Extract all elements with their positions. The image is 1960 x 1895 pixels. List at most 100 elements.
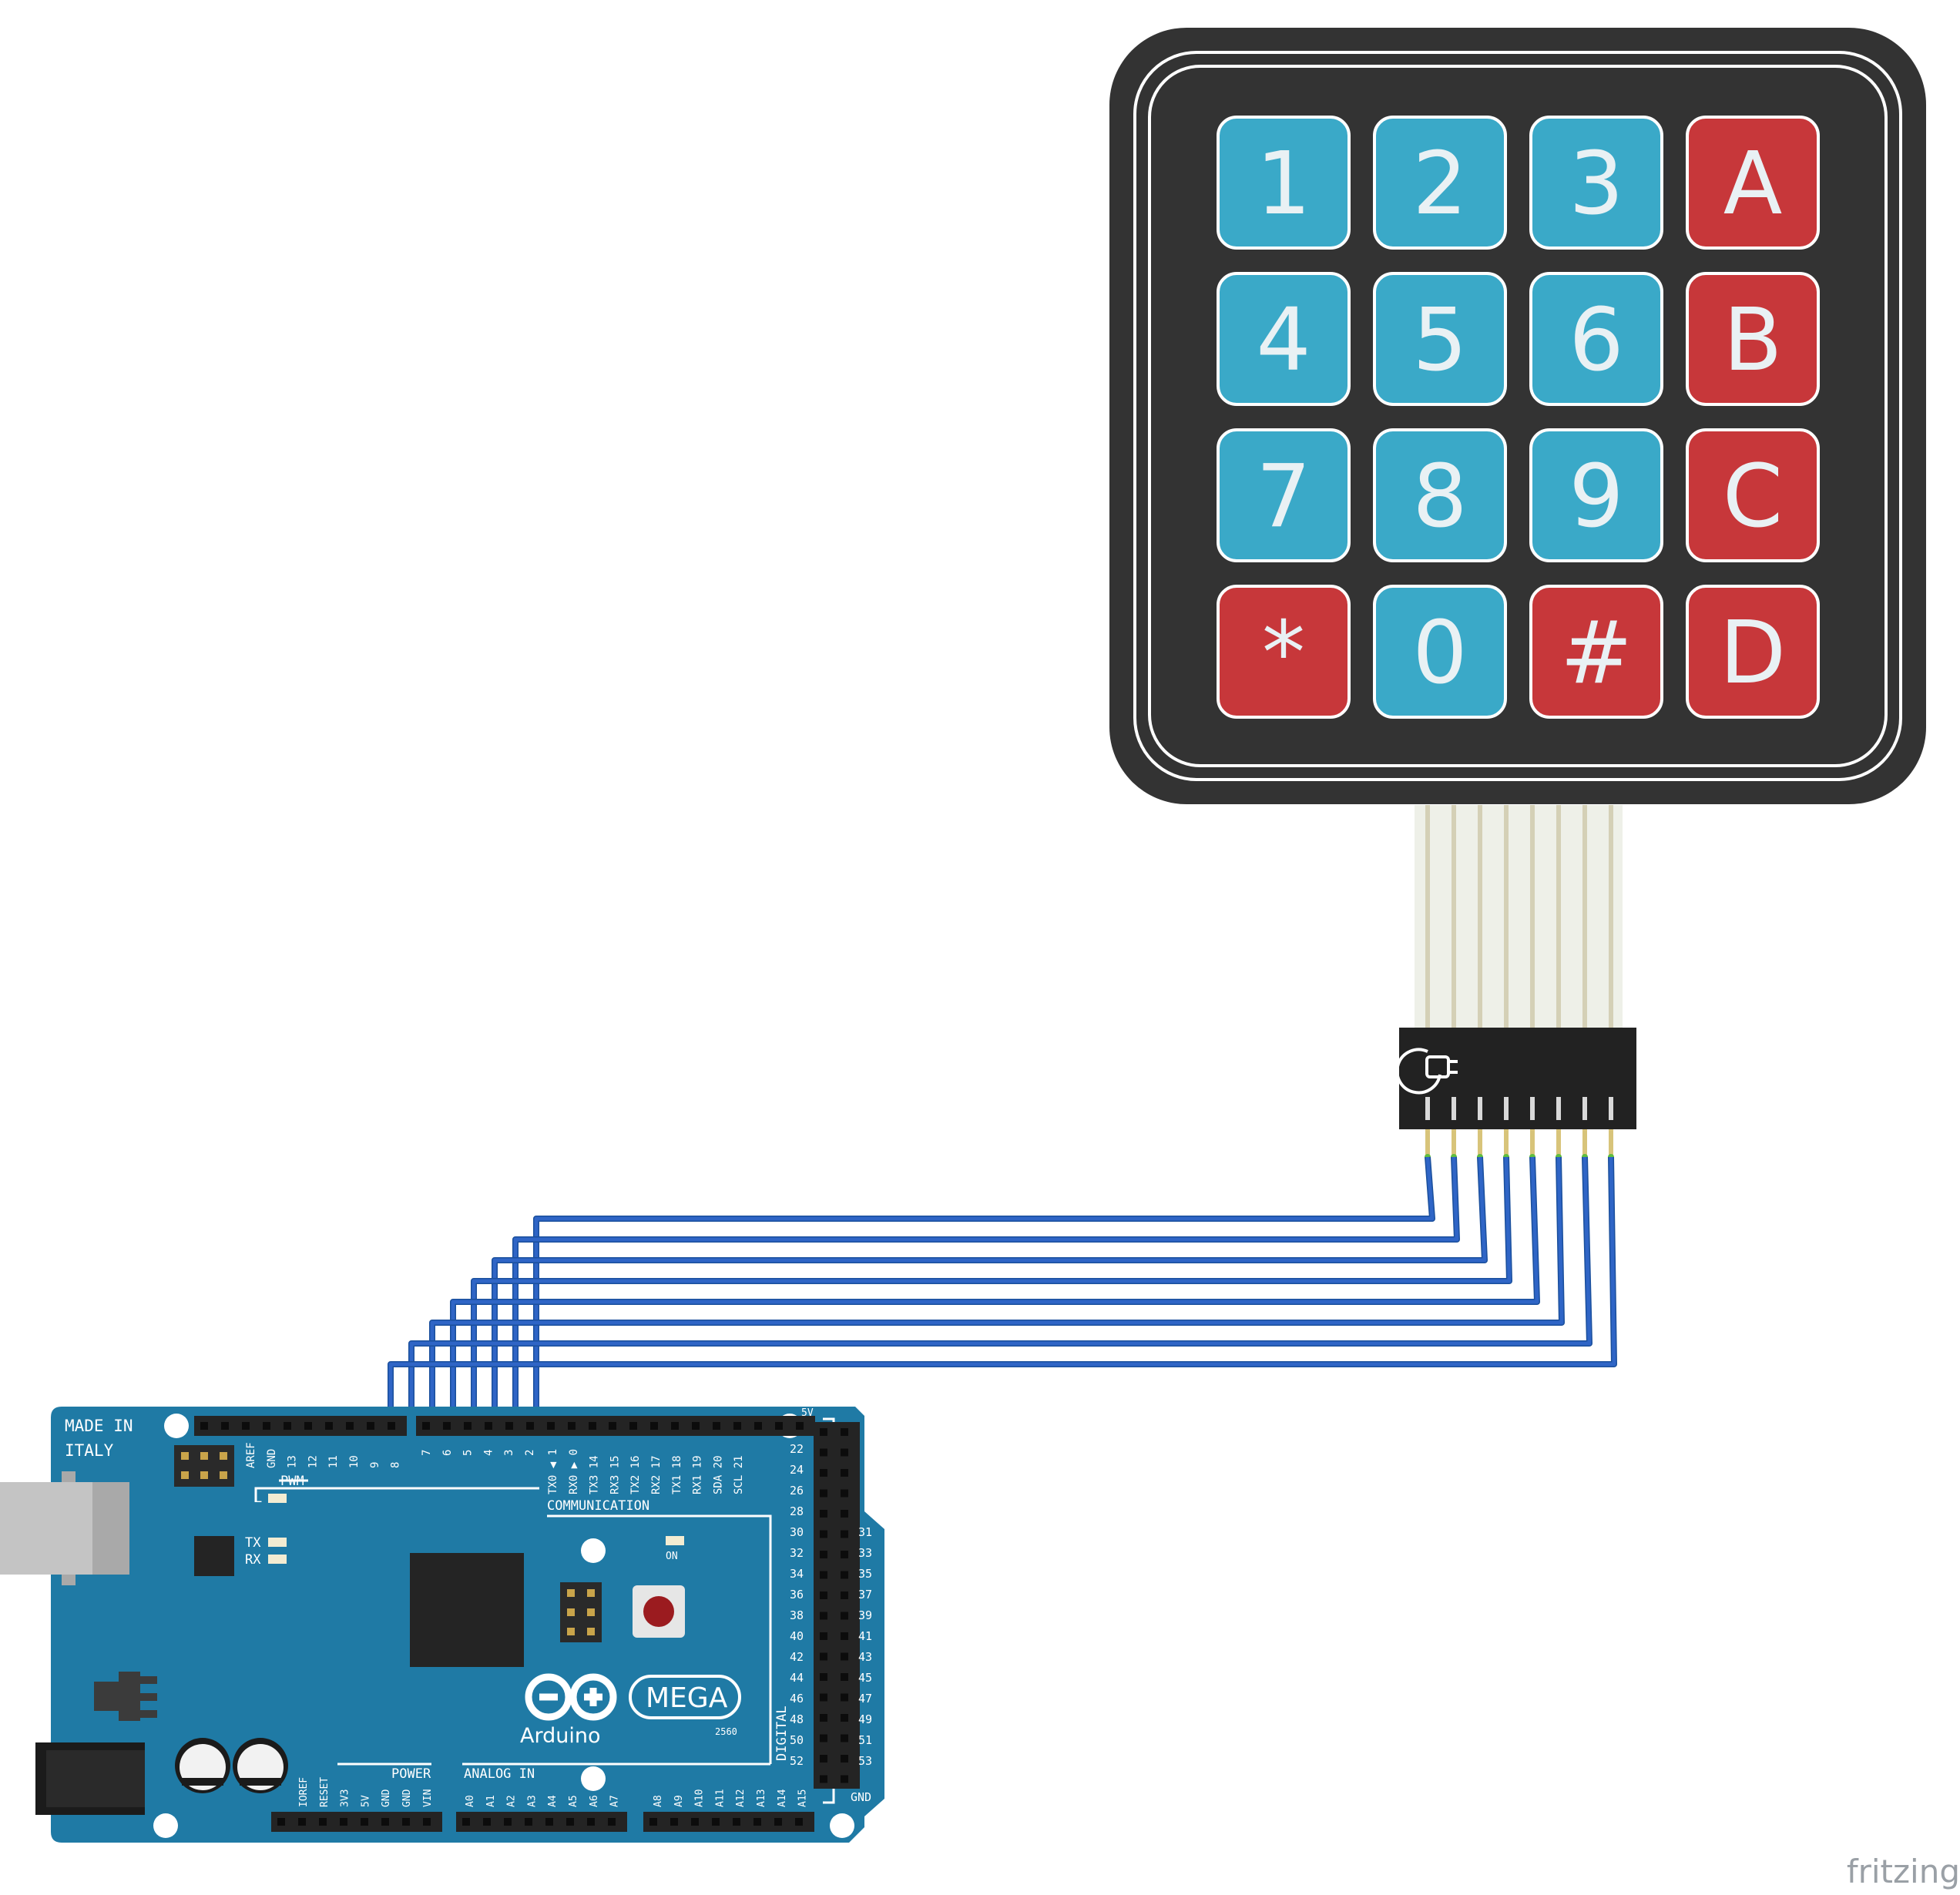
wire[interactable] [508, 1156, 1459, 1427]
header-socket[interactable] [361, 1818, 368, 1826]
header-socket[interactable] [841, 1428, 848, 1436]
header-socket[interactable] [650, 1422, 658, 1430]
header-socket[interactable] [483, 1818, 491, 1826]
header-socket[interactable] [796, 1422, 804, 1430]
key-1[interactable]: 1 [1217, 116, 1351, 250]
header-socket[interactable] [841, 1469, 848, 1477]
header-socket[interactable] [820, 1755, 827, 1763]
header-socket[interactable] [820, 1469, 827, 1477]
header-socket[interactable] [775, 1422, 783, 1430]
wire[interactable] [391, 1156, 1592, 1427]
header-socket[interactable] [820, 1571, 827, 1579]
header-socket[interactable] [402, 1818, 410, 1826]
header-socket[interactable] [525, 1818, 532, 1826]
header-socket[interactable] [547, 1422, 555, 1430]
header-socket[interactable] [485, 1422, 492, 1430]
key-6[interactable]: 6 [1529, 272, 1663, 406]
key-D[interactable]: D [1686, 585, 1820, 719]
header-socket[interactable] [609, 1422, 616, 1430]
header-socket[interactable] [820, 1448, 827, 1457]
header-socket[interactable] [820, 1530, 827, 1538]
wire[interactable] [487, 1156, 1487, 1427]
wire[interactable] [467, 1156, 1512, 1427]
header-socket[interactable] [304, 1422, 312, 1430]
header-socket[interactable] [263, 1422, 270, 1430]
header-socket[interactable] [381, 1818, 389, 1826]
header-socket[interactable] [325, 1422, 333, 1430]
header-socket[interactable] [753, 1818, 761, 1826]
header-socket[interactable] [841, 1734, 848, 1742]
header-socket[interactable] [221, 1422, 229, 1430]
header-socket[interactable] [841, 1652, 848, 1661]
header-socket[interactable] [587, 1818, 595, 1826]
key-A[interactable]: A [1686, 116, 1820, 250]
header-socket[interactable] [820, 1693, 827, 1702]
header-socket[interactable] [340, 1818, 347, 1826]
header-socket[interactable] [754, 1422, 762, 1430]
header-socket[interactable] [841, 1571, 848, 1579]
key-B[interactable]: B [1686, 272, 1820, 406]
key-*[interactable]: * [1217, 585, 1351, 719]
header-socket[interactable] [795, 1818, 803, 1826]
header-socket[interactable] [841, 1775, 848, 1783]
header-socket[interactable] [820, 1673, 827, 1681]
key-#[interactable]: # [1529, 585, 1663, 719]
wire[interactable] [446, 1156, 1539, 1427]
key-9[interactable]: 9 [1529, 428, 1663, 562]
key-0[interactable]: 0 [1373, 585, 1507, 719]
header-socket[interactable] [649, 1818, 657, 1826]
header-socket[interactable] [319, 1818, 327, 1826]
header-socket[interactable] [464, 1422, 472, 1430]
header-socket[interactable] [733, 1818, 740, 1826]
header-socket[interactable] [841, 1551, 848, 1558]
header-socket[interactable] [545, 1818, 553, 1826]
header-socket[interactable] [566, 1818, 574, 1826]
header-socket[interactable] [841, 1448, 848, 1457]
header-socket[interactable] [733, 1422, 741, 1430]
header-socket[interactable] [820, 1652, 827, 1661]
header-socket[interactable] [692, 1422, 700, 1430]
header-socket[interactable] [820, 1510, 827, 1518]
header-socket[interactable] [526, 1422, 534, 1430]
header-socket[interactable] [841, 1612, 848, 1620]
header-socket[interactable] [505, 1422, 513, 1430]
header-socket[interactable] [691, 1818, 699, 1826]
header-socket[interactable] [298, 1818, 306, 1826]
key-4[interactable]: 4 [1217, 272, 1351, 406]
key-7[interactable]: 7 [1217, 428, 1351, 562]
header-socket[interactable] [774, 1818, 782, 1826]
header-socket[interactable] [841, 1510, 848, 1518]
header-socket[interactable] [462, 1818, 470, 1826]
header-socket[interactable] [388, 1422, 395, 1430]
header-socket[interactable] [277, 1818, 285, 1826]
header-socket[interactable] [841, 1693, 848, 1702]
header-socket[interactable] [242, 1422, 250, 1430]
reset-button[interactable] [633, 1585, 685, 1638]
header-socket[interactable] [670, 1818, 678, 1826]
header-socket[interactable] [820, 1591, 827, 1599]
key-5[interactable]: 5 [1373, 272, 1507, 406]
header-socket[interactable] [589, 1422, 596, 1430]
header-socket[interactable] [713, 1422, 720, 1430]
header-socket[interactable] [284, 1422, 291, 1430]
header-socket[interactable] [820, 1612, 827, 1620]
key-8[interactable]: 8 [1373, 428, 1507, 562]
header-socket[interactable] [423, 1818, 431, 1826]
header-socket[interactable] [841, 1714, 848, 1722]
header-socket[interactable] [200, 1422, 208, 1430]
header-socket[interactable] [422, 1422, 430, 1430]
header-socket[interactable] [841, 1673, 848, 1681]
header-socket[interactable] [568, 1422, 576, 1430]
header-socket[interactable] [820, 1428, 827, 1436]
header-socket[interactable] [367, 1422, 374, 1430]
header-socket[interactable] [820, 1551, 827, 1558]
header-socket[interactable] [841, 1489, 848, 1498]
header-socket[interactable] [443, 1422, 451, 1430]
header-socket[interactable] [820, 1489, 827, 1498]
key-2[interactable]: 2 [1373, 116, 1507, 250]
key-C[interactable]: C [1686, 428, 1820, 562]
header-socket[interactable] [504, 1818, 512, 1826]
header-socket[interactable] [841, 1530, 848, 1538]
header-socket[interactable] [841, 1755, 848, 1763]
key-3[interactable]: 3 [1529, 116, 1663, 250]
